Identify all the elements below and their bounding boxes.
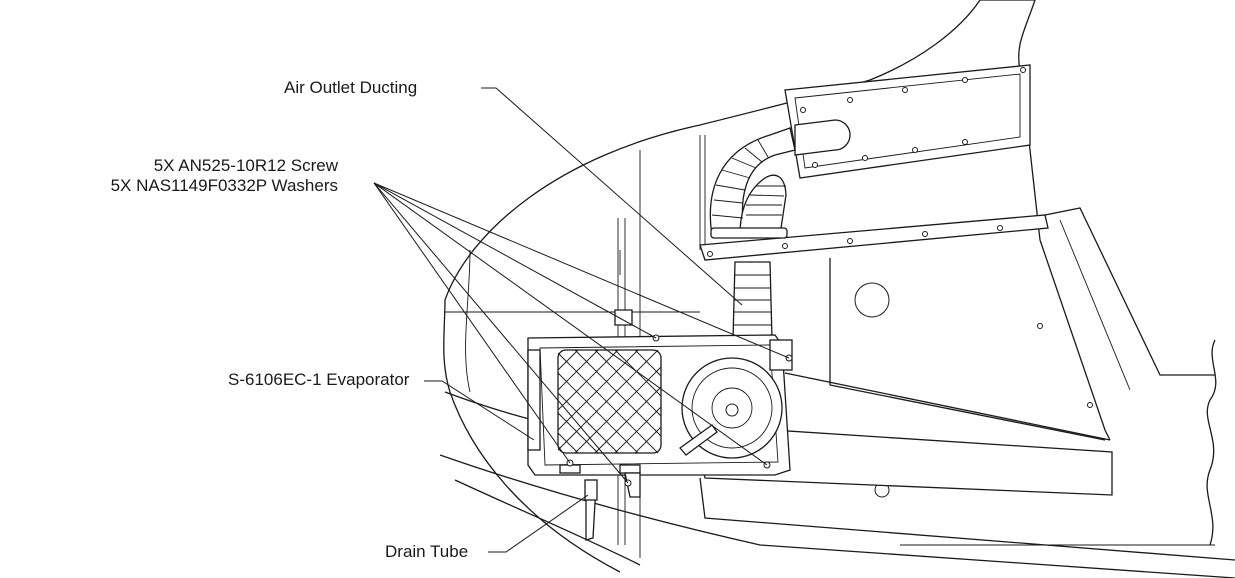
blower-ring-inner xyxy=(711,387,753,429)
mid-bracket-rivets xyxy=(707,225,1003,257)
label-air-outlet-ducting: Air Outlet Ducting xyxy=(284,78,418,97)
label-evaporator: S-6106EC-1 Evaporator xyxy=(228,370,410,389)
drain-fitting xyxy=(584,479,598,501)
right-structure-inner xyxy=(1039,239,1111,441)
mount-tab-lower xyxy=(624,472,641,498)
blower-handle xyxy=(679,424,718,456)
access-hole-large xyxy=(854,282,890,318)
blower-ring xyxy=(691,367,773,449)
mid-bracket xyxy=(699,214,1049,261)
label-screw: 5X AN525-10R12 Screw xyxy=(153,156,338,175)
right-wavy-edge xyxy=(1206,339,1217,546)
right-rivet-1 xyxy=(1037,323,1043,329)
right-strut xyxy=(1059,219,1131,391)
evaporator-housing xyxy=(527,309,793,498)
duct-outlet-slot xyxy=(794,119,851,156)
center-panel xyxy=(829,258,1106,441)
lower-box xyxy=(699,477,1235,561)
bottom-curve-1 xyxy=(439,454,1235,578)
skin-edge-left xyxy=(465,249,471,393)
filter-mesh xyxy=(557,349,662,454)
blower-hub xyxy=(725,403,739,417)
air-outlet-ducting xyxy=(709,127,796,341)
leader-evaporator xyxy=(424,380,535,441)
bottom-curve-2 xyxy=(454,479,641,566)
mount-tab-upper xyxy=(614,309,633,326)
right-rivet-2 xyxy=(1087,402,1093,408)
filter-element xyxy=(557,349,662,454)
lower-box-top xyxy=(784,372,1111,441)
leader-drain-tube xyxy=(488,494,589,553)
label-drain-tube: Drain Tube xyxy=(385,542,469,561)
right-structure-outer xyxy=(1044,207,1215,376)
leader-air-outlet xyxy=(481,87,743,306)
leader-screws xyxy=(373,182,790,484)
fuselage-skin xyxy=(444,0,981,301)
upper-plate-rivets xyxy=(800,67,1026,168)
label-washers: 5X NAS1149F0332P Washers xyxy=(110,176,338,195)
fuselage-skin-lower xyxy=(443,299,621,573)
